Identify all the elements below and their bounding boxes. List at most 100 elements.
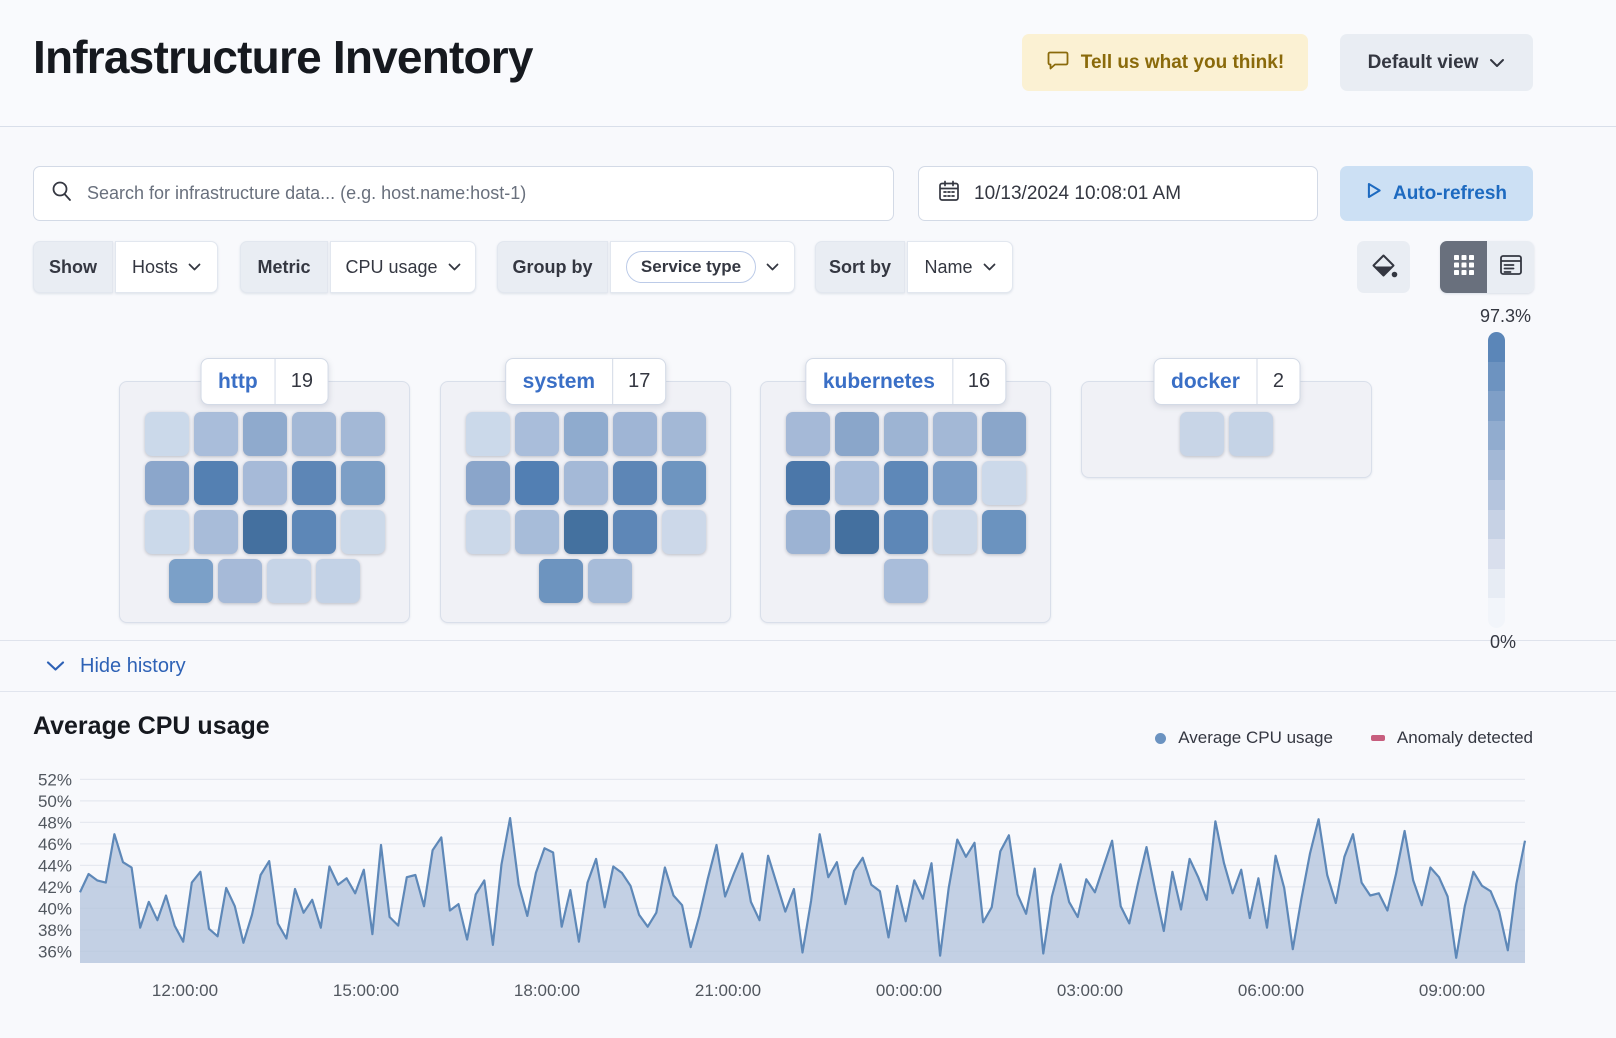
host-tile[interactable] <box>785 510 830 554</box>
group-label-badge[interactable]: system 17 <box>504 358 667 405</box>
host-tile[interactable] <box>612 510 657 554</box>
host-tile[interactable] <box>514 510 559 554</box>
host-tile[interactable] <box>785 412 830 456</box>
show-filter-select[interactable]: Hosts <box>115 241 218 293</box>
y-axis-tick-label: 52% <box>38 770 72 789</box>
scale-step <box>1488 332 1505 362</box>
host-tile[interactable] <box>563 510 608 554</box>
host-tile[interactable] <box>514 461 559 505</box>
host-tile[interactable] <box>563 412 608 456</box>
default-view-button[interactable]: Default view <box>1340 34 1533 91</box>
auto-refresh-button[interactable]: Auto-refresh <box>1340 166 1533 221</box>
host-tile[interactable] <box>144 461 189 505</box>
host-tile[interactable] <box>218 559 262 603</box>
sort-by-filter-value: Name <box>924 256 973 277</box>
host-tile[interactable] <box>1180 412 1224 456</box>
host-tile[interactable] <box>981 412 1026 456</box>
host-tile[interactable] <box>193 461 238 505</box>
cpu-line <box>79 817 1527 959</box>
host-tile[interactable] <box>661 412 706 456</box>
x-axis-tick-label: 18:00:00 <box>514 981 580 1000</box>
legend-item-avg-cpu[interactable]: Average CPU usage <box>1155 728 1333 748</box>
host-tile[interactable] <box>785 461 830 505</box>
host-tile[interactable] <box>834 510 879 554</box>
y-axis-tick-label: 48% <box>38 813 72 832</box>
search-bar[interactable] <box>33 166 894 221</box>
x-axis-tick-label: 15:00:00 <box>333 981 399 1000</box>
map-view-button[interactable] <box>1440 241 1487 293</box>
host-tile[interactable] <box>242 461 287 505</box>
metric-filter-select[interactable]: CPU usage <box>330 241 476 293</box>
host-tile[interactable] <box>291 412 336 456</box>
host-tile[interactable] <box>883 559 928 603</box>
group-by-filter-select[interactable]: Service type <box>610 241 795 293</box>
badge-divider <box>612 359 614 404</box>
host-tile[interactable] <box>612 412 657 456</box>
group-by-pill[interactable]: Service type <box>625 251 757 283</box>
legend-item-anomaly[interactable]: Anomaly detected <box>1370 728 1533 748</box>
host-tile[interactable] <box>661 461 706 505</box>
legend-options-button[interactable] <box>1357 241 1410 293</box>
host-tile[interactable] <box>932 510 977 554</box>
legend-rect-marker <box>1370 735 1385 741</box>
scale-step <box>1488 361 1505 392</box>
host-tile[interactable] <box>193 412 238 456</box>
host-tile[interactable] <box>834 461 879 505</box>
host-tile[interactable] <box>340 412 385 456</box>
host-tile[interactable] <box>834 412 879 456</box>
host-tile[interactable] <box>267 559 311 603</box>
host-tile[interactable] <box>169 559 213 603</box>
hide-history-toggle[interactable]: Hide history <box>46 655 186 678</box>
show-filter-label: Show <box>33 241 113 293</box>
host-tile[interactable] <box>144 412 189 456</box>
host-tile[interactable] <box>465 461 510 505</box>
group-name: docker <box>1171 369 1240 393</box>
host-tile[interactable] <box>291 461 336 505</box>
host-tile[interactable] <box>883 510 928 554</box>
scale-max-label: 97.3% <box>1479 306 1531 326</box>
host-tile[interactable] <box>661 510 706 554</box>
host-tile[interactable] <box>539 559 583 603</box>
host-tile[interactable] <box>883 461 928 505</box>
group-by-filter-label: Group by <box>497 241 608 293</box>
x-axis-tick-label: 21:00:00 <box>695 981 761 1000</box>
badge-divider <box>274 359 276 404</box>
host-tile[interactable] <box>932 461 977 505</box>
search-input[interactable] <box>87 183 877 204</box>
host-tile[interactable] <box>340 461 385 505</box>
table-view-button[interactable] <box>1487 241 1534 293</box>
host-tile[interactable] <box>981 510 1026 554</box>
group-name: system <box>522 369 596 393</box>
host-tile[interactable] <box>932 412 977 456</box>
chart-title: Average CPU usage <box>33 712 270 740</box>
group-count: 17 <box>628 370 651 392</box>
sort-by-filter-select[interactable]: Name <box>907 241 1013 293</box>
history-band: Hide history <box>0 640 1616 692</box>
cpu-area-fill <box>80 818 1525 963</box>
host-tile[interactable] <box>291 510 336 554</box>
host-tile[interactable] <box>316 559 360 603</box>
host-tile[interactable] <box>242 412 287 456</box>
host-tile[interactable] <box>242 510 287 554</box>
host-tile[interactable] <box>588 559 632 603</box>
host-tile[interactable] <box>465 412 510 456</box>
host-tile[interactable] <box>340 510 385 554</box>
host-tile[interactable] <box>981 461 1026 505</box>
x-axis-tick-label: 09:00:00 <box>1419 981 1485 1000</box>
host-tile[interactable] <box>612 461 657 505</box>
metric-filter-group: Metric CPU usage <box>240 241 476 293</box>
host-tile[interactable] <box>144 510 189 554</box>
host-tile[interactable] <box>883 412 928 456</box>
host-tile[interactable] <box>465 510 510 554</box>
host-tile[interactable] <box>1229 412 1273 456</box>
date-picker[interactable]: 10/13/2024 10:08:01 AM <box>918 166 1318 221</box>
host-tile[interactable] <box>514 412 559 456</box>
host-tile[interactable] <box>563 461 608 505</box>
feedback-button[interactable]: Tell us what you think! <box>1022 34 1308 91</box>
host-tile[interactable] <box>193 510 238 554</box>
